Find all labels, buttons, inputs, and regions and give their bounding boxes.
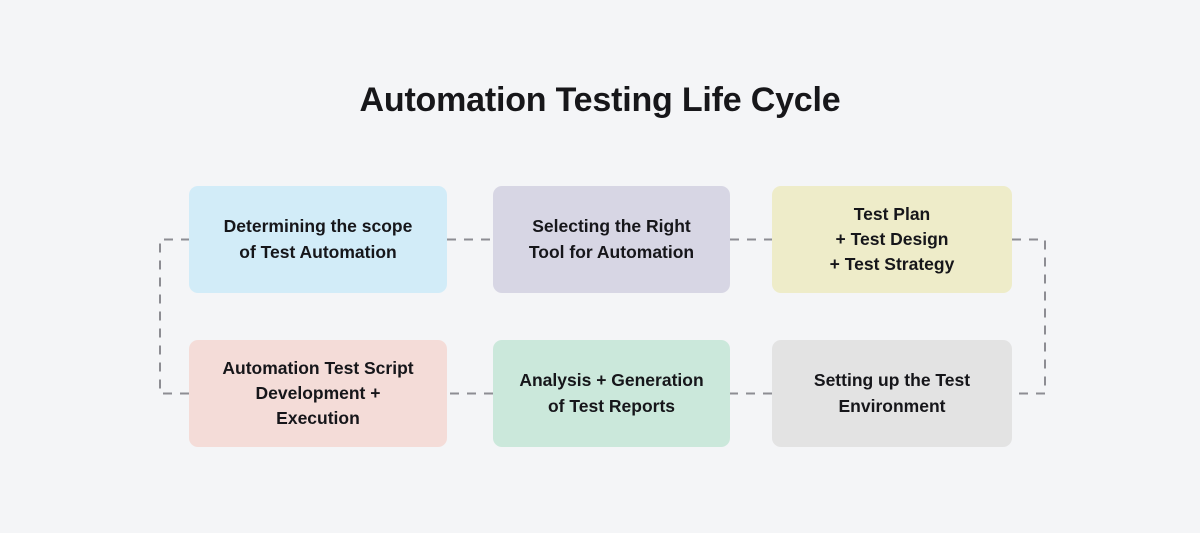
node-reports-label: Analysis + Generation of Test Reports [519, 370, 704, 416]
node-tool-label: Selecting the Right Tool for Automation [528, 216, 695, 262]
node-plan-label: Test Plan + Test Design + Test Strategy [829, 203, 955, 274]
node-script-label: Automation Test Script Development + Exe… [222, 357, 414, 428]
connector-script-to-scope [159, 238, 189, 395]
node-reports[interactable]: Analysis + Generation of Test Reports [493, 340, 730, 447]
node-plan[interactable]: Test Plan + Test Design + Test Strategy [772, 186, 1012, 293]
node-environment[interactable]: Setting up the Test Environment [772, 340, 1012, 447]
connector-plan-to-environment [1012, 238, 1046, 395]
node-script[interactable]: Automation Test Script Development + Exe… [189, 340, 447, 447]
page-title: Automation Testing Life Cycle [359, 81, 841, 119]
node-tool[interactable]: Selecting the Right Tool for Automation [493, 186, 730, 293]
node-scope-label: Determining the scope of Test Automation [223, 216, 413, 262]
node-environment-label: Setting up the Test Environment [813, 370, 971, 416]
node-scope[interactable]: Determining the scope of Test Automation [189, 186, 447, 293]
